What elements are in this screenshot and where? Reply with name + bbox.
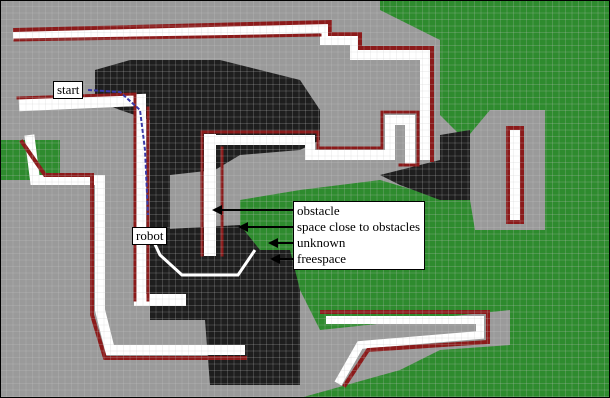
robot-label: robot: [132, 227, 167, 245]
legend-item-freespace: freespace: [297, 251, 420, 267]
legend-item-close-space: space close to obstacles: [297, 219, 420, 235]
legend-item-obstacle: obstacle: [297, 203, 420, 219]
start-label: start: [53, 81, 83, 99]
legend-item-unknown: unknown: [297, 235, 420, 251]
legend: obstacle space close to obstacles unknow…: [293, 201, 425, 270]
